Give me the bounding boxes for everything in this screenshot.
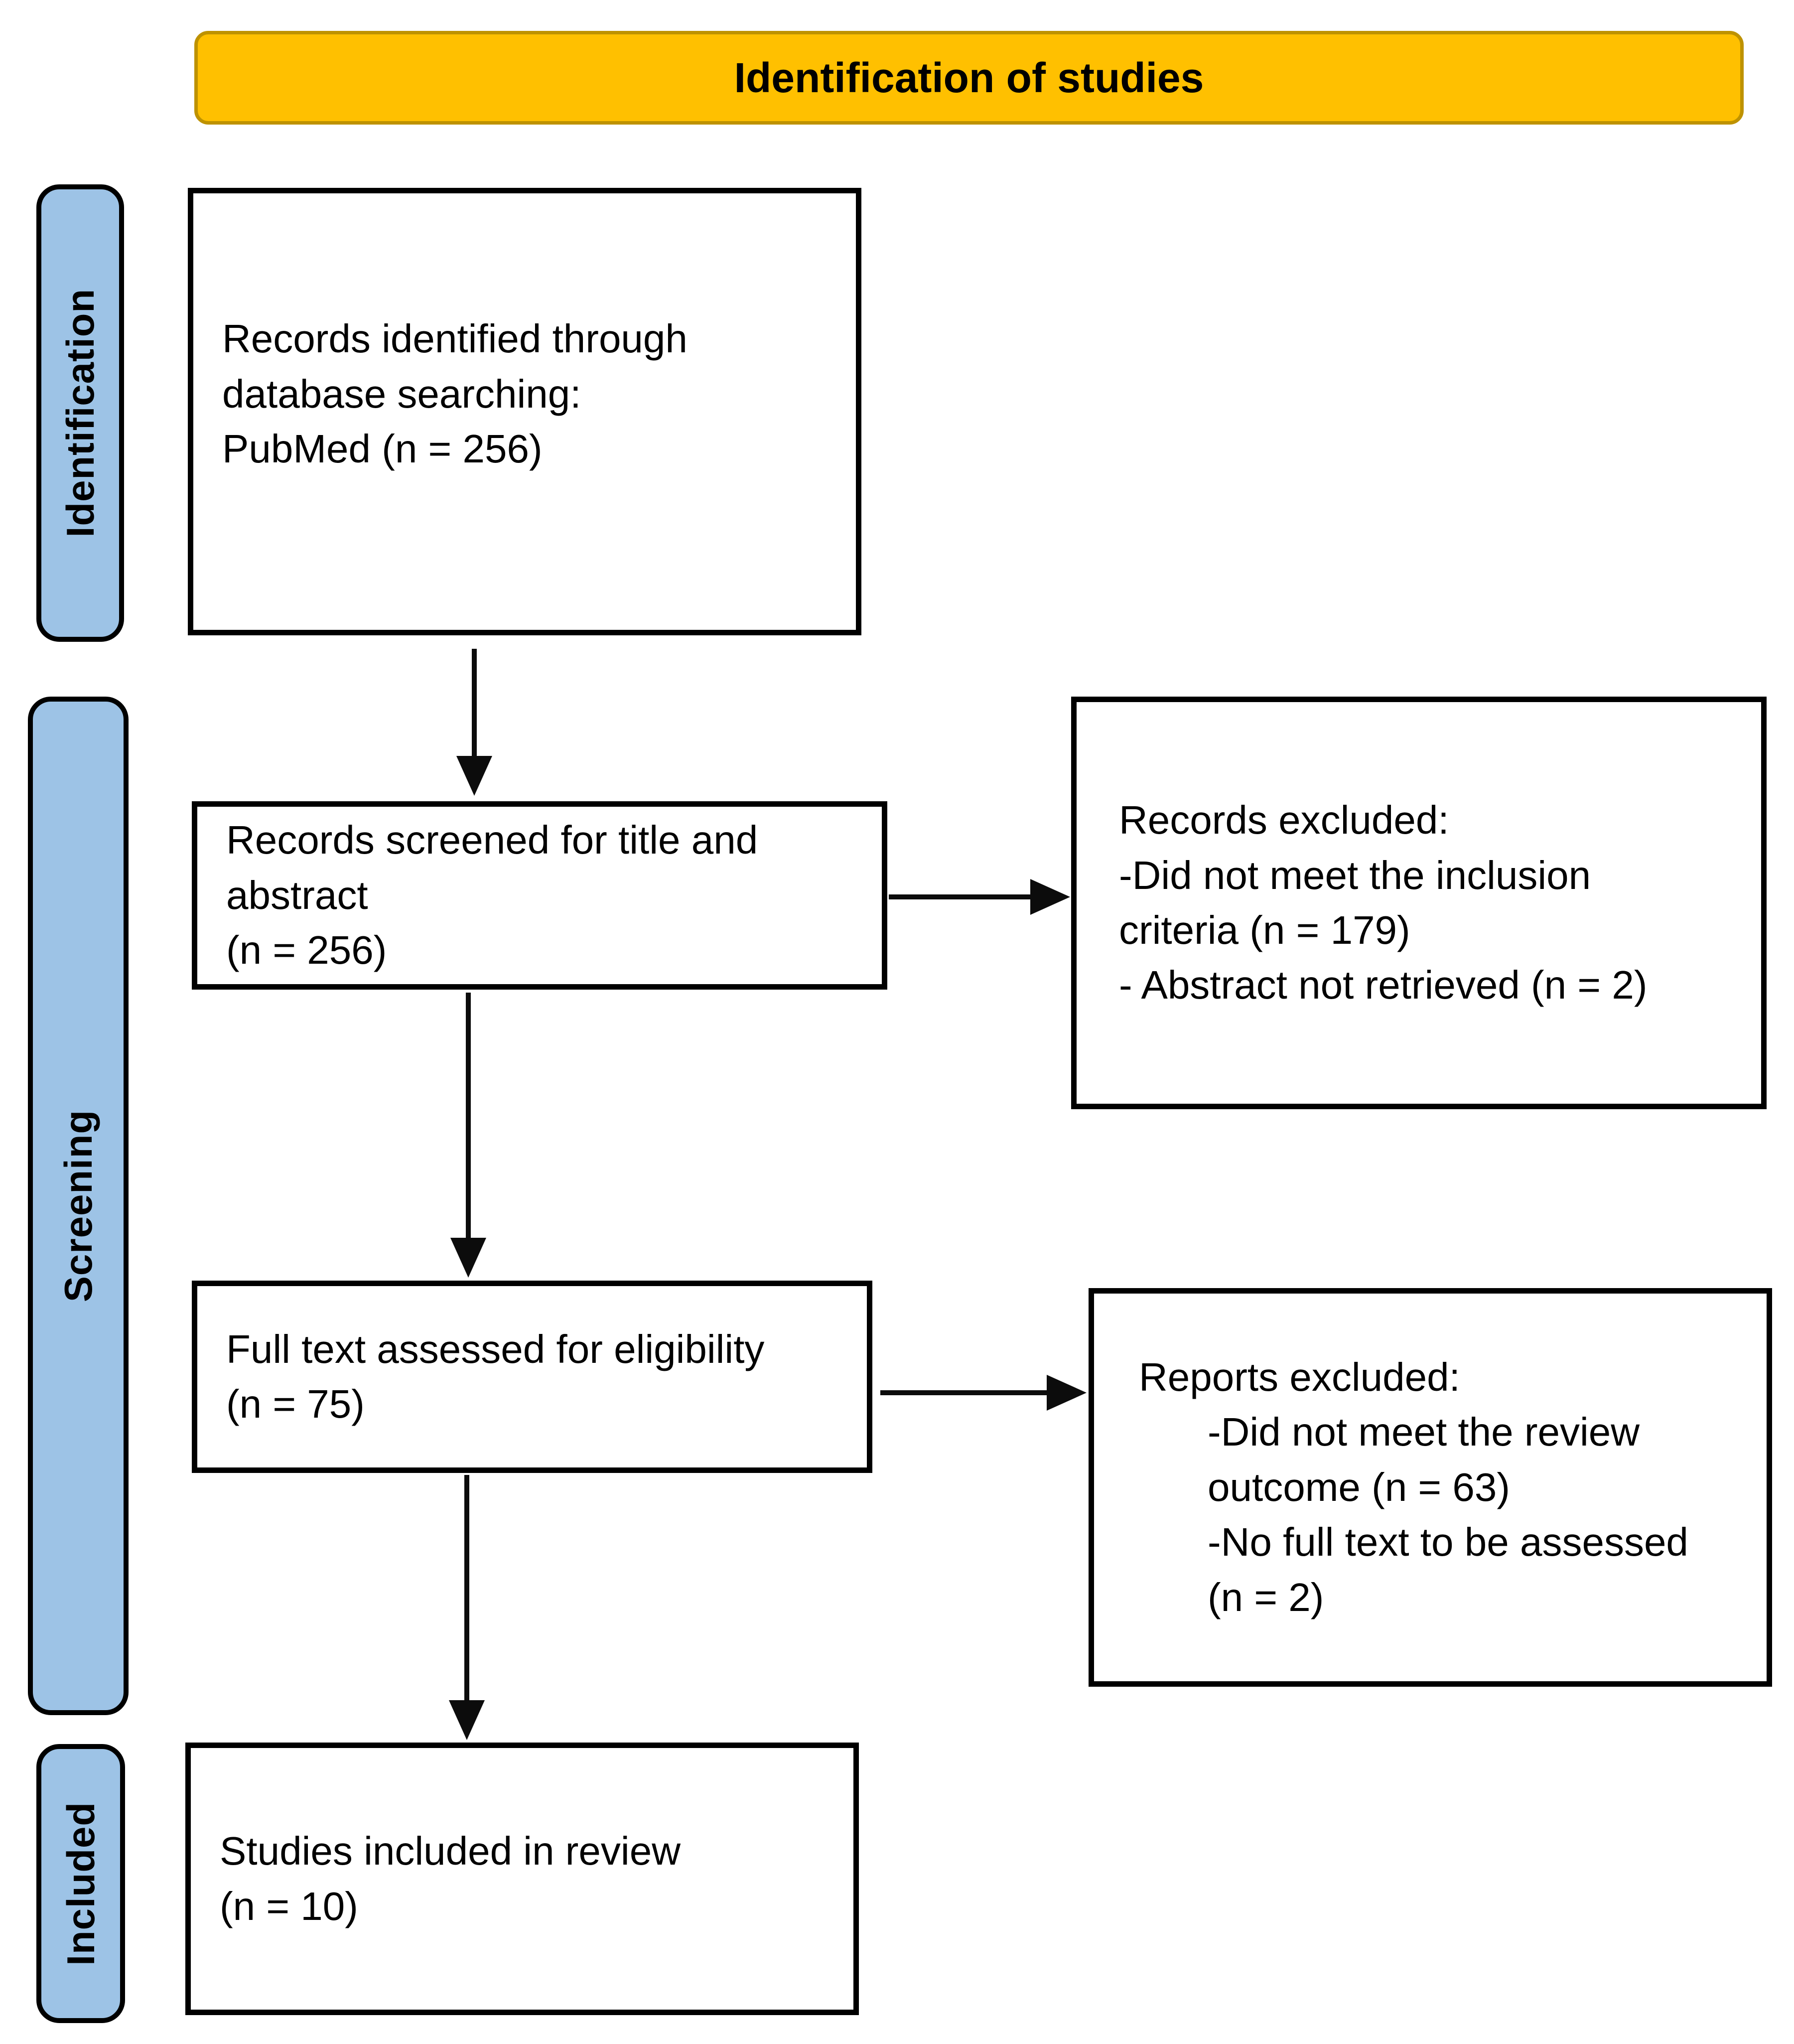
box-records-identified-text: Records identified through database sear… <box>222 316 688 471</box>
down-arrowhead-icon <box>450 1238 486 1278</box>
right-arrowhead-icon <box>1047 1375 1087 1411</box>
box-records-screened: Records screened for title and abstract … <box>192 801 887 990</box>
box-records-screened-text: Records screened for title and abstract … <box>226 818 758 973</box>
arrow-stem <box>880 1390 1053 1395</box>
stage-band-included: Included <box>36 1744 125 2023</box>
box-fulltext-assessed: Full text assessed for eligibility (n = … <box>192 1281 872 1473</box>
down-arrowhead-icon <box>456 756 492 796</box>
box-records-excluded-text: Records excluded: -Did not meet the incl… <box>1119 798 1648 1008</box>
diagram-title-banner: Identification of studies <box>194 31 1744 125</box>
stage-label-identification: Identification <box>58 289 102 538</box>
arrow-fulltext-to-included <box>449 1475 485 1740</box>
arrow-screened-to-fulltext <box>450 993 486 1278</box>
box-reports-excluded-details: -Did not meet the review outcome (n = 63… <box>1208 1410 1688 1619</box>
arrow-stem <box>464 1475 469 1706</box>
stage-label-screening: Screening <box>56 1109 100 1303</box>
arrow-identified-to-screened <box>456 649 492 796</box>
arrow-fulltext-to-reports-excluded <box>880 1375 1087 1411</box>
box-fulltext-assessed-text: Full text assessed for eligibility (n = … <box>226 1326 765 1426</box>
down-arrowhead-icon <box>449 1700 485 1740</box>
box-studies-included-text: Studies included in review (n = 10) <box>220 1829 681 1928</box>
stage-band-identification: Identification <box>36 184 124 642</box>
diagram-title: Identification of studies <box>734 54 1204 101</box>
box-studies-included: Studies included in review (n = 10) <box>185 1743 859 2015</box>
arrow-screened-to-records-excluded <box>889 879 1070 915</box>
arrow-stem <box>889 894 1036 899</box>
box-reports-excluded-title: Reports excluded: <box>1139 1355 1460 1400</box>
right-arrowhead-icon <box>1030 879 1070 915</box>
box-reports-excluded: Reports excluded: -Did not meet the revi… <box>1089 1288 1772 1687</box>
arrow-stem <box>472 649 477 762</box>
stage-band-screening: Screening <box>28 697 129 1715</box>
stage-label-included: Included <box>58 1801 103 1966</box>
box-records-identified: Records identified through database sear… <box>188 188 861 635</box>
arrow-stem <box>466 993 471 1244</box>
box-records-excluded: Records excluded: -Did not meet the incl… <box>1071 697 1767 1109</box>
